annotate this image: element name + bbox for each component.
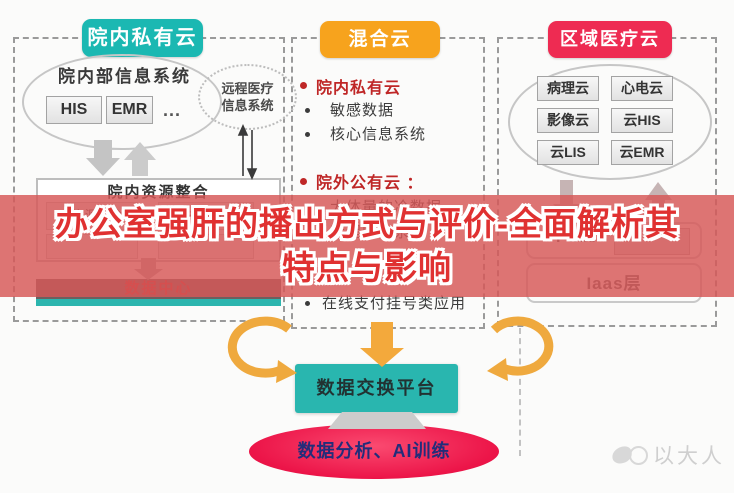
hybrid-public-heading: 院外公有云 ：: [316, 175, 424, 192]
data-analysis-ellipse: 数据分析、AI训练: [249, 424, 499, 479]
pathology-cloud-box: 病理云: [537, 76, 599, 101]
regional-cloud-header: 区域医疗云: [548, 21, 672, 58]
regional-clouds-ellipse: [508, 64, 712, 180]
ellipsis-dots: ...: [163, 100, 182, 120]
banner-title-line2: 特点与影响: [282, 249, 452, 286]
bullet-dot: [305, 132, 310, 137]
internal-systems-title: 院内部信息系统: [58, 67, 191, 86]
watermark: 以大人: [610, 440, 725, 470]
cloud-lis-box: 云LIS: [537, 140, 599, 165]
title-banner: 办公室强肝的播出方式与评价-全面解析其 特点与影响: [0, 195, 734, 297]
remote-medical-ellipse: 远程医疗 信息系统: [198, 64, 297, 130]
curved-arrow-icon: [227, 316, 297, 383]
imaging-cloud-box: 影像云: [537, 108, 599, 133]
animal-logo-icon: [610, 444, 634, 466]
his-box: HIS: [46, 96, 102, 124]
dashed-segment: [519, 328, 521, 456]
hybrid-item: 在线支付挂号类应用: [322, 295, 467, 312]
private-cloud-header: 院内私有云: [82, 19, 203, 57]
banner-title-line1: 办公室强肝的播出方式与评价-全面解析其: [55, 205, 679, 242]
curved-arrow-icon: [487, 316, 554, 381]
bullet-dot: [305, 108, 310, 113]
remote-medical-line2: 信息系统: [221, 98, 274, 113]
emr-box: EMR: [106, 96, 153, 124]
ecg-cloud-box: 心电云: [611, 76, 673, 101]
hybrid-item: 敏感数据: [330, 102, 395, 119]
cloud-emr-box: 云EMR: [611, 140, 673, 165]
bullet-dot: [300, 82, 307, 89]
hybrid-item: 核心信息系统: [330, 126, 427, 143]
remote-medical-line1: 远程医疗: [221, 81, 274, 96]
bullet-dot: [305, 301, 310, 306]
hybrid-private-heading: 院内私有云: [316, 80, 402, 97]
cloud-his-box: 云HIS: [611, 108, 673, 133]
hybrid-cloud-header: 混合云: [320, 21, 440, 58]
watermark-text: 以大人: [653, 445, 725, 468]
data-center-stripe: [36, 299, 281, 306]
data-exchange-platform-box: 数据交换平台: [295, 364, 458, 413]
bullet-dot: [300, 178, 307, 185]
